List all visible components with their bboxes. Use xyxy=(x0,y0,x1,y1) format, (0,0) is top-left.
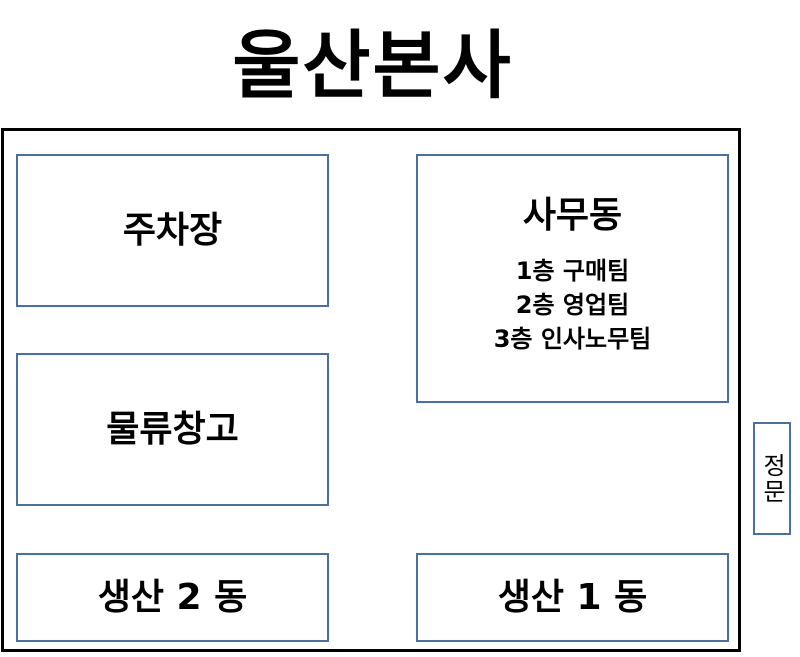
zone-production-2-label: 생산 2 동 xyxy=(97,576,248,618)
zone-office: 사무동 1층 구매팀 2층 영업팀 3층 인사노무팀 xyxy=(416,154,729,403)
zone-production-1: 생산 1 동 xyxy=(416,553,729,642)
zone-production-2: 생산 2 동 xyxy=(16,553,329,642)
zone-office-label: 사무동 xyxy=(522,195,623,236)
office-floor-3: 3층 인사노무팀 xyxy=(493,325,652,353)
zone-parking-label: 주차장 xyxy=(122,209,223,251)
zone-warehouse-label: 물류창고 xyxy=(106,408,239,450)
zone-production-1-label: 생산 1 동 xyxy=(497,576,648,618)
site-boundary xyxy=(1,128,741,652)
office-floor-2: 2층 영업팀 xyxy=(515,291,630,319)
office-floor-1: 1층 구매팀 xyxy=(515,257,630,285)
page-title: 울산본사 xyxy=(232,23,513,109)
office-floor-list: 1층 구매팀 2층 영업팀 3층 인사노무팀 xyxy=(494,254,652,356)
zone-warehouse: 물류창고 xyxy=(16,353,329,506)
main-gate: 정문 xyxy=(753,422,791,535)
main-gate-label: 정문 xyxy=(758,452,786,505)
zone-parking: 주차장 xyxy=(16,154,329,307)
